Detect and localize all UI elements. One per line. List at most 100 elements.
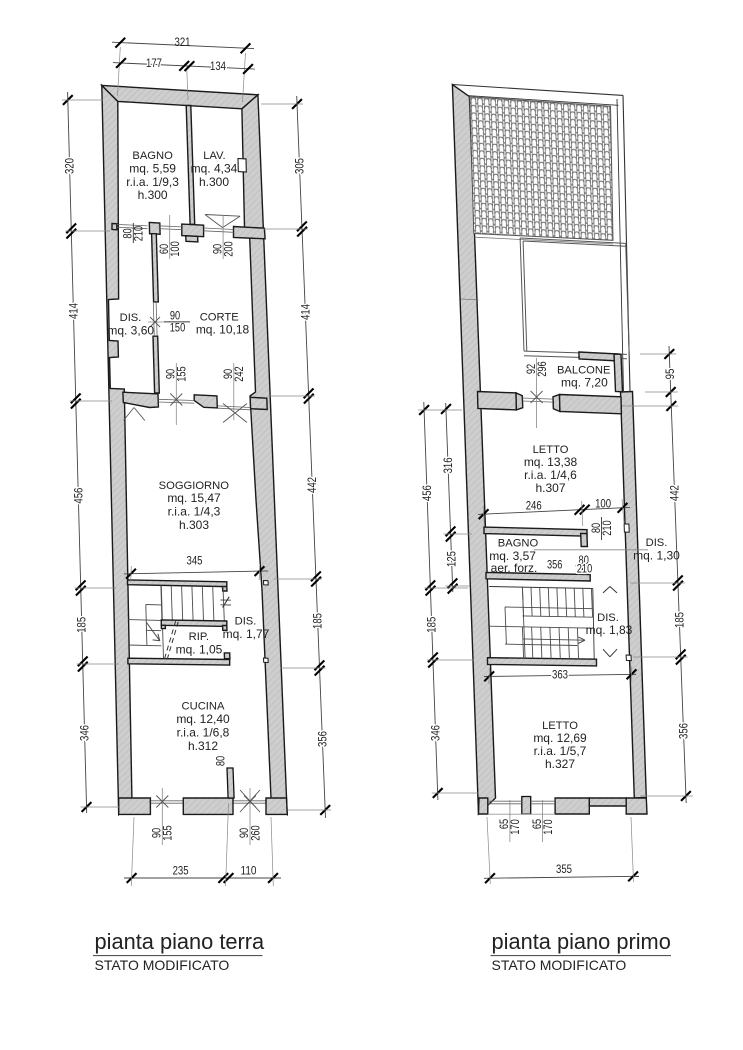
svg-text:100: 100 [595,497,611,511]
svg-text:mq. 3,57: mq. 3,57 [489,549,536,563]
svg-text:DIS.: DIS. [120,312,142,324]
svg-text:316: 316 [441,457,455,473]
svg-text:170: 170 [510,819,522,834]
svg-text:CORTE: CORTE [200,311,239,323]
svg-text:80: 80 [579,555,589,567]
svg-text:LETTO: LETTO [542,720,578,732]
svg-text:155: 155 [177,366,189,381]
svg-text:177: 177 [146,56,162,70]
svg-text:356: 356 [547,560,562,572]
svg-text:150: 150 [170,323,185,335]
svg-text:mq. 1,30: mq. 1,30 [633,549,680,563]
svg-text:170: 170 [543,819,555,834]
svg-text:296: 296 [537,361,549,376]
svg-text:260: 260 [250,825,262,840]
svg-text:r.i.a. 1/4,3: r.i.a. 1/4,3 [168,505,221,519]
svg-text:CUCINA: CUCINA [182,701,225,713]
svg-text:363: 363 [552,668,568,682]
svg-text:456: 456 [420,485,434,501]
svg-text:60: 60 [159,244,171,254]
svg-text:442: 442 [668,485,682,501]
svg-text:90: 90 [152,828,164,838]
svg-text:RIP.: RIP. [189,631,209,643]
svg-text:BALCONE: BALCONE [557,365,610,377]
svg-text:246: 246 [526,499,542,513]
svg-text:442: 442 [305,477,319,493]
svg-text:mq. 13,38: mq. 13,38 [524,455,578,469]
svg-text:185: 185 [672,612,686,628]
svg-text:h.327: h.327 [545,757,575,771]
svg-text:90: 90 [166,369,178,379]
svg-text:mq. 1,77: mq. 1,77 [223,627,270,641]
svg-text:pianta piano primo: pianta piano primo [492,929,671,954]
svg-text:STATO MODIFICATO: STATO MODIFICATO [492,957,627,973]
svg-text:355: 355 [556,862,572,876]
svg-text:346: 346 [78,725,92,741]
svg-text:242: 242 [234,366,246,381]
svg-text:210: 210 [577,564,592,576]
svg-text:mq. 3,60: mq. 3,60 [107,324,154,338]
svg-text:321: 321 [175,35,191,49]
svg-text:mq. 12,69: mq. 12,69 [533,731,587,745]
svg-text:h.300: h.300 [138,188,168,202]
svg-text:LETTO: LETTO [533,444,569,456]
svg-text:356: 356 [315,731,329,747]
svg-text:414: 414 [66,303,80,319]
svg-text:90: 90 [212,244,224,254]
svg-text:95: 95 [663,368,677,379]
svg-text:65: 65 [499,819,511,829]
svg-text:mq. 12,40: mq. 12,40 [176,712,230,726]
svg-text:356: 356 [677,723,691,739]
svg-text:320: 320 [63,158,77,174]
svg-text:mq. 5,59: mq. 5,59 [129,162,176,176]
svg-text:134: 134 [210,59,226,73]
svg-text:125: 125 [445,551,459,567]
svg-text:r.i.a. 1/5,7: r.i.a. 1/5,7 [534,744,587,758]
svg-text:92: 92 [526,364,538,374]
svg-text:mq. 7,20: mq. 7,20 [561,376,608,390]
svg-text:90: 90 [239,828,251,838]
svg-text:90: 90 [170,311,180,323]
svg-text:210: 210 [134,226,146,241]
svg-text:185: 185 [425,616,439,632]
svg-text:DIS.: DIS. [597,612,619,624]
svg-text:90: 90 [223,369,235,379]
svg-text:aer. forz.: aer. forz. [491,561,538,575]
svg-text:185: 185 [311,613,325,629]
svg-text:210: 210 [602,520,614,535]
svg-text:110: 110 [241,864,257,878]
svg-text:mq. 1,83: mq. 1,83 [586,623,633,637]
svg-text:80: 80 [216,756,228,766]
svg-text:mq. 1,05: mq. 1,05 [176,643,223,657]
svg-text:r.i.a. 1/9,3: r.i.a. 1/9,3 [126,175,179,189]
svg-text:mq. 15,47: mq. 15,47 [167,491,221,505]
svg-text:346: 346 [429,725,443,741]
svg-text:SOGGIORNO: SOGGIORNO [159,480,230,492]
svg-text:STATO MODIFICATO: STATO MODIFICATO [95,957,230,973]
svg-text:DIS.: DIS. [235,616,257,628]
svg-text:185: 185 [75,617,89,633]
svg-text:pianta piano terra: pianta piano terra [95,929,266,954]
svg-text:80: 80 [591,523,603,533]
svg-text:DIS.: DIS. [646,537,668,549]
svg-text:h.300: h.300 [199,175,229,189]
svg-text:r.i.a. 1/4,6: r.i.a. 1/4,6 [524,468,577,482]
svg-text:200: 200 [223,241,235,256]
svg-text:305: 305 [293,158,307,174]
svg-text:LAV.: LAV. [203,150,225,162]
svg-text:mq. 10,18: mq. 10,18 [196,323,250,337]
svg-text:h.307: h.307 [535,481,565,495]
svg-text:h.303: h.303 [179,518,209,532]
svg-text:h.312: h.312 [188,739,218,753]
svg-text:BAGNO: BAGNO [498,538,539,550]
svg-text:BAGNO: BAGNO [132,150,173,162]
svg-text:r.i.a. 1/6,8: r.i.a. 1/6,8 [177,726,230,740]
svg-text:456: 456 [71,487,85,503]
svg-text:414: 414 [298,304,312,320]
svg-text:mq. 4,34: mq. 4,34 [191,162,238,176]
svg-text:80: 80 [123,228,135,238]
svg-text:345: 345 [187,554,203,568]
svg-text:65: 65 [532,819,544,829]
svg-text:100: 100 [170,241,182,256]
svg-text:235: 235 [173,864,189,878]
